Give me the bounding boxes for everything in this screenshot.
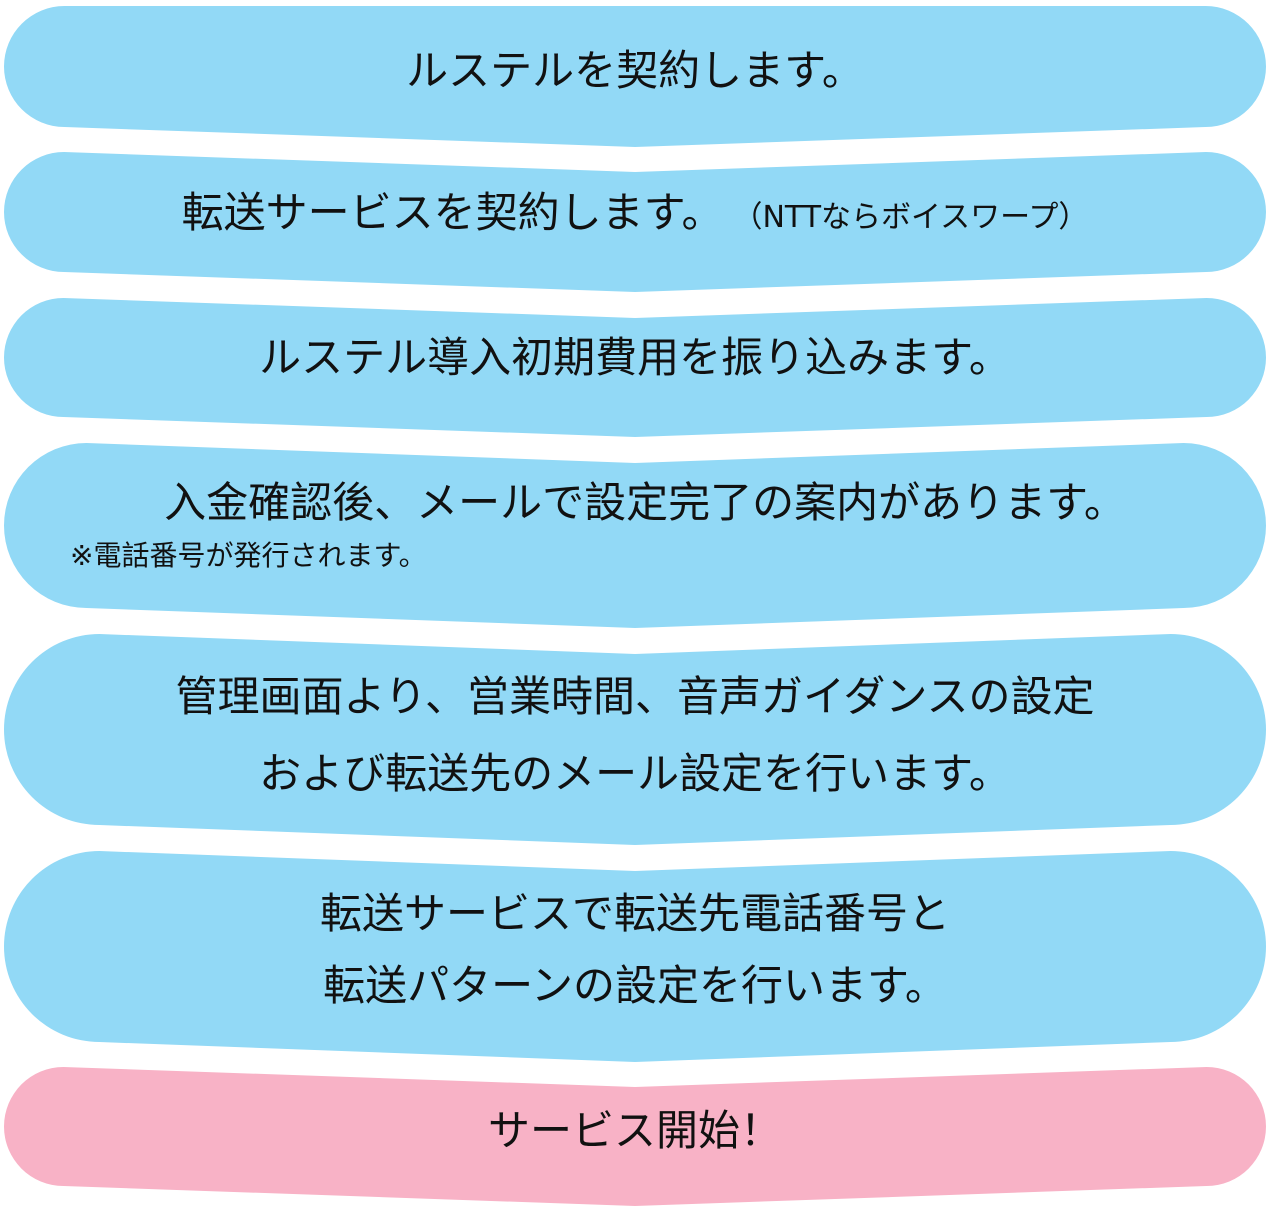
step-2-text: 転送サービスを契約します。 <box>181 188 724 237</box>
step-3-shape <box>3 298 1266 437</box>
step-4-sub: ※電話番号が発行されます。 <box>70 539 427 572</box>
step-5-line-1: 管理画面より、営業時間、音声ガイダンスの設定 <box>175 672 1095 721</box>
step-6-shape <box>3 851 1266 1062</box>
step-5-line-2: および転送先のメール設定を行います。 <box>259 749 1011 798</box>
step-7-shape <box>3 1067 1266 1206</box>
step-6-line-1: 転送サービスで転送先電話番号と <box>319 889 950 938</box>
step-2-note: （NTTならボイスワープ） <box>747 200 1089 235</box>
step-4-text: 入金確認後、メールで設定完了の案内があります。 <box>164 478 1126 527</box>
step-4-shape <box>3 443 1266 628</box>
step-2-text-row: 転送サービスを契約します。（NTTならボイスワープ） <box>0 192 1270 234</box>
step-2-shape <box>4 152 1266 292</box>
step-7-text: サービス開始！ <box>487 1106 782 1155</box>
step-3-text: ルステル導入初期費用を振り込みます。 <box>259 333 1011 382</box>
step-1-shape <box>3 6 1266 147</box>
step-6-line-2: 転送パターンの設定を行います。 <box>323 961 947 1010</box>
step-5-shape <box>3 634 1266 845</box>
step-1-text: ルステルを契約します。 <box>406 46 864 95</box>
